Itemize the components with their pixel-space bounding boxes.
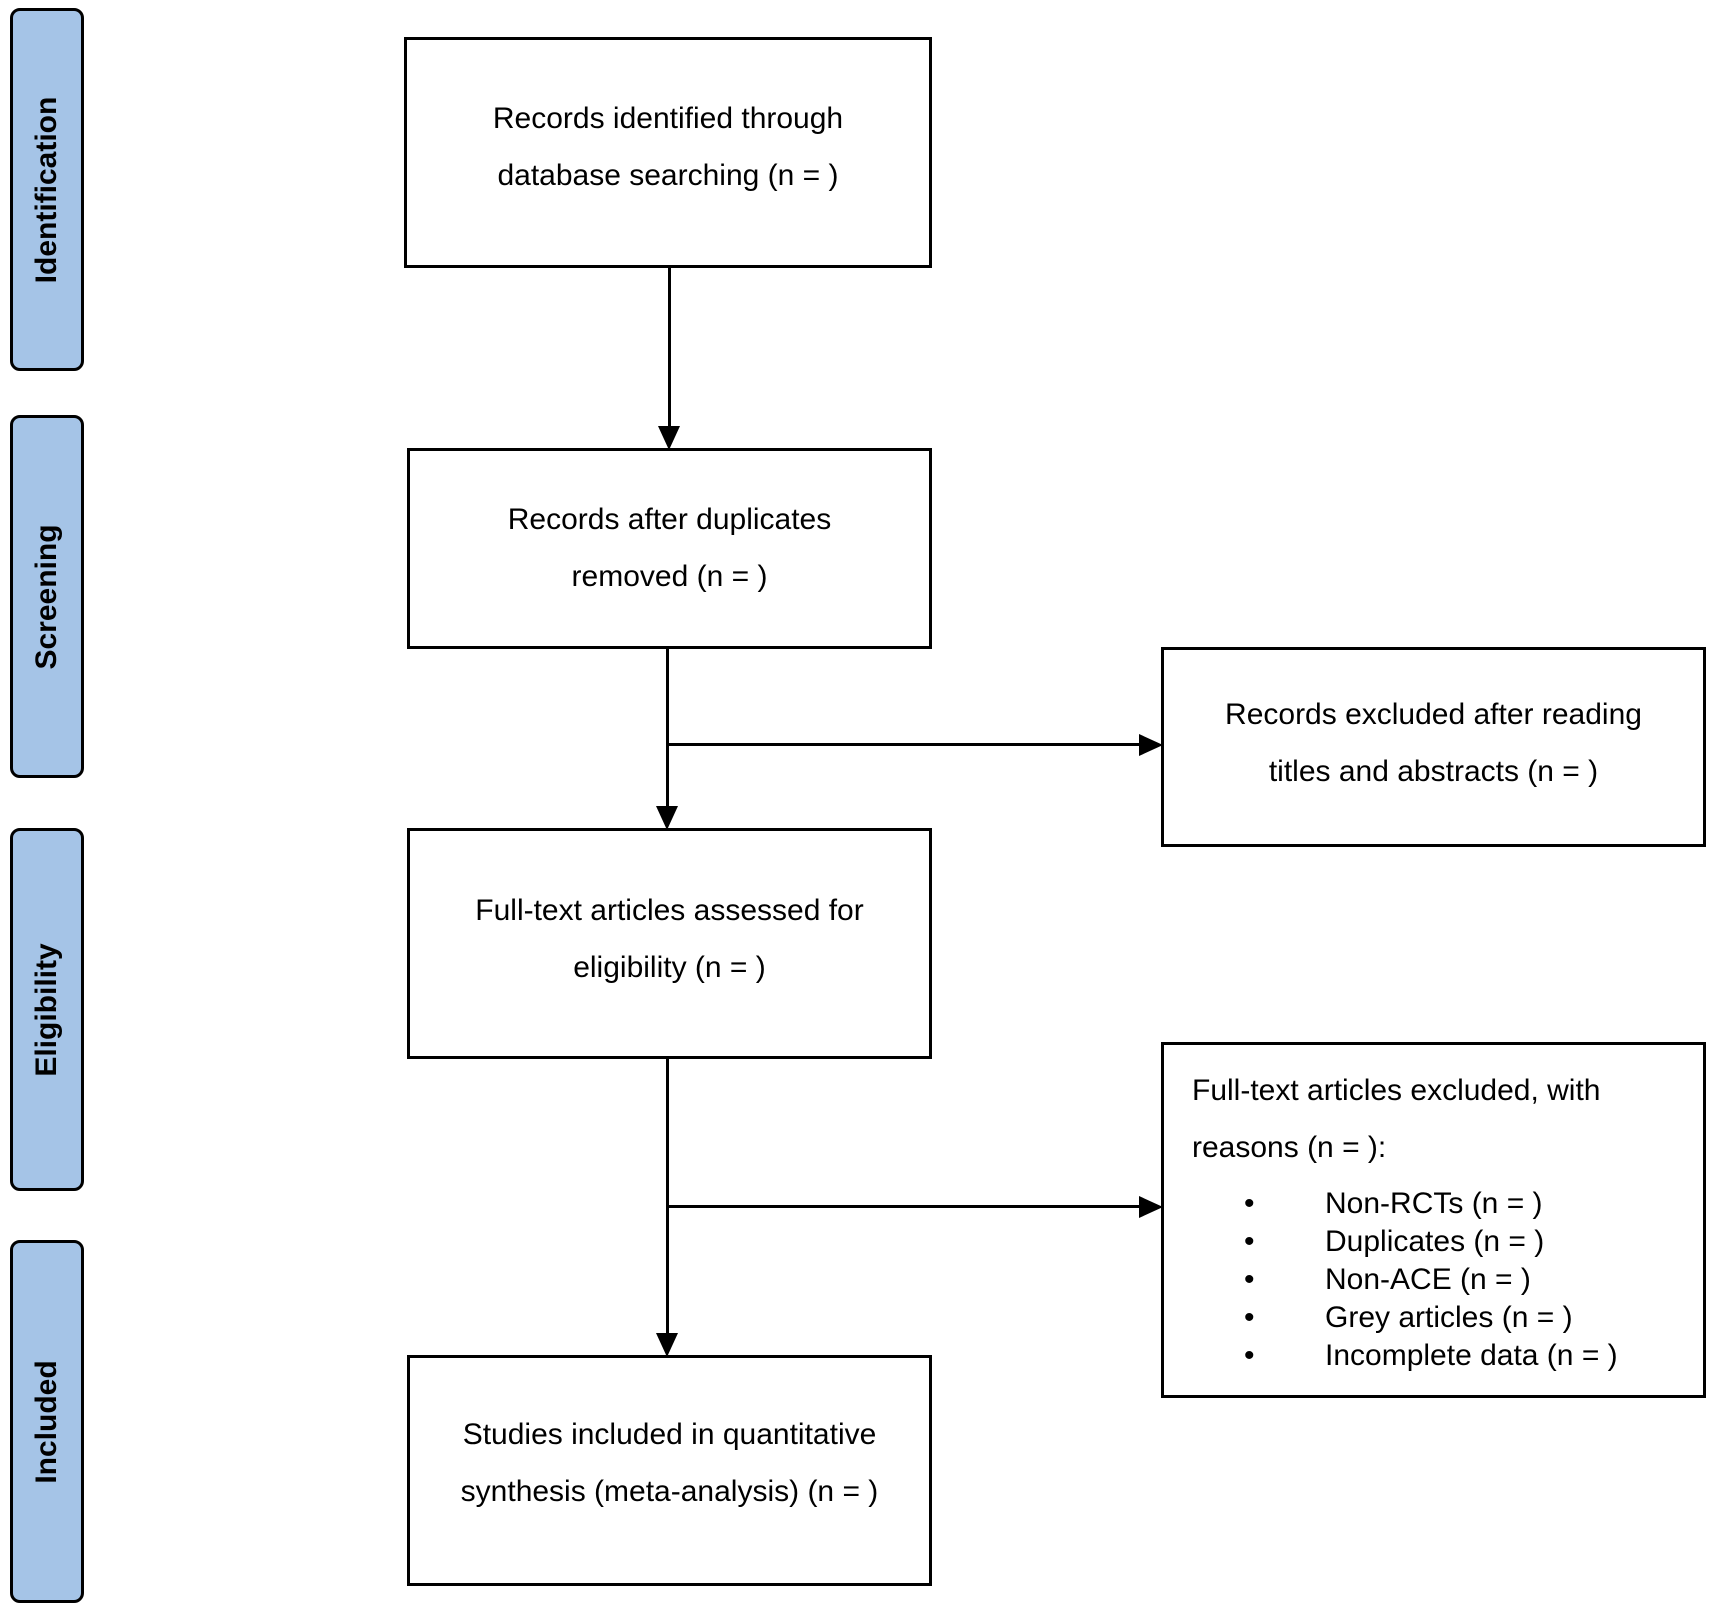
bullet-icon: • (1244, 1263, 1255, 1296)
connector-identified-to-duplicates (668, 268, 671, 426)
reason-non-ace: • Non-ACE (n = ) (1164, 1261, 1703, 1299)
fulltext-assessed-line-1: Full-text articles assessed for (475, 894, 864, 927)
branch-to-excluded-titles (667, 743, 1144, 746)
records-after-duplicates-line-2: removed (n = ) (571, 560, 768, 593)
fulltext-assessed-line-2: eligibility (n = ) (573, 951, 766, 984)
studies-included-line-1: Studies included in quantitative (462, 1418, 877, 1451)
fulltext-excluded-box: Full-text articles excluded, with reason… (1161, 1042, 1706, 1398)
stage-eligibility: Eligibility (10, 828, 84, 1191)
exclusion-reasons-list: • Non-RCTs (n = ) • Duplicates (n = ) • … (1164, 1185, 1703, 1375)
records-identified-box: Records identified through database sear… (404, 37, 932, 268)
stage-identification-label: Identification (30, 96, 63, 283)
reason-grey-articles: • Grey articles (n = ) (1164, 1299, 1703, 1337)
fulltext-assessed-box: Full-text articles assessed for eligibil… (407, 828, 932, 1059)
records-excluded-titles-line-1: Records excluded after reading (1225, 698, 1642, 731)
bullet-icon: • (1244, 1187, 1255, 1220)
bullet-icon: • (1244, 1301, 1255, 1334)
records-excluded-titles-box: Records excluded after reading titles an… (1161, 647, 1706, 847)
connector-assessed-to-included (666, 1059, 669, 1337)
reason-non-rcts: • Non-RCTs (n = ) (1164, 1185, 1703, 1223)
reason-duplicates: • Duplicates (n = ) (1164, 1223, 1703, 1261)
records-identified-line-1: Records identified through (492, 102, 844, 135)
records-after-duplicates-box: Records after duplicates removed (n = ) (407, 448, 932, 649)
arrowhead-to-assessed (656, 806, 678, 830)
reason-duplicates-text: Duplicates (n = ) (1325, 1225, 1545, 1258)
studies-included-line-2: synthesis (meta-analysis) (n = ) (460, 1475, 879, 1508)
reason-non-ace-text: Non-ACE (n = ) (1325, 1263, 1531, 1296)
arrowhead-to-fulltext-excluded (1139, 1196, 1163, 1218)
records-excluded-titles-line-2: titles and abstracts (n = ) (1268, 755, 1599, 788)
stage-identification: Identification (10, 8, 84, 371)
fulltext-excluded-heading-line-2: reasons (n = ): (1192, 1131, 1387, 1164)
records-identified-line-2: database searching (n = ) (497, 159, 839, 192)
reason-incomplete-data-text: Incomplete data (n = ) (1325, 1339, 1618, 1372)
bullet-icon: • (1244, 1339, 1255, 1372)
studies-included-box: Studies included in quantitative synthes… (407, 1355, 932, 1586)
arrowhead-to-included (656, 1333, 678, 1357)
reason-non-rcts-text: Non-RCTs (n = ) (1325, 1187, 1543, 1220)
records-after-duplicates-line-1: Records after duplicates (507, 503, 832, 536)
stage-included: Included (10, 1240, 84, 1603)
stage-screening-label: Screening (30, 523, 63, 670)
branch-to-fulltext-excluded (667, 1205, 1144, 1208)
fulltext-excluded-heading-line-1: Full-text articles excluded, with (1192, 1074, 1601, 1107)
stage-screening: Screening (10, 415, 84, 778)
bullet-icon: • (1244, 1225, 1255, 1258)
arrowhead-to-duplicates (658, 426, 680, 450)
stage-included-label: Included (30, 1359, 63, 1484)
stage-eligibility-label: Eligibility (30, 942, 63, 1077)
reason-grey-articles-text: Grey articles (n = ) (1325, 1301, 1573, 1334)
connector-duplicates-to-assessed (666, 649, 669, 808)
reason-incomplete-data: • Incomplete data (n = ) (1164, 1337, 1703, 1375)
arrowhead-to-excluded-titles (1139, 734, 1163, 756)
